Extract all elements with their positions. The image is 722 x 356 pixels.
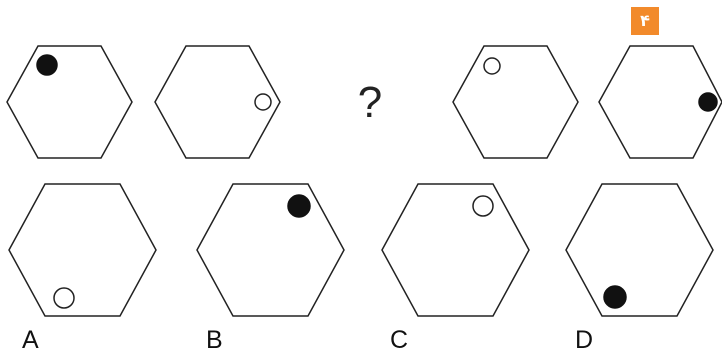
question-number-badge: ۴ — [631, 7, 659, 35]
filled-dot — [603, 285, 627, 309]
option-c-hexagon[interactable] — [381, 183, 530, 317]
option-a-hexagon[interactable] — [8, 183, 157, 317]
option-d-label[interactable]: D — [575, 326, 594, 354]
option-c-label[interactable]: C — [390, 326, 409, 354]
sequence-hexagon-2 — [154, 45, 281, 159]
option-b-hexagon[interactable] — [196, 183, 345, 317]
filled-dot — [287, 194, 311, 218]
hollow-dot — [254, 93, 272, 111]
hollow-dot — [483, 57, 501, 75]
option-a-label[interactable]: A — [22, 326, 39, 354]
hollow-dot — [472, 195, 494, 217]
filled-dot — [698, 92, 718, 112]
missing-item-question-mark: ? — [357, 78, 383, 127]
filled-dot — [36, 54, 58, 76]
sequence-hexagon-5 — [598, 45, 722, 159]
sequence-hexagon-1 — [6, 45, 133, 159]
option-d-hexagon[interactable] — [565, 183, 714, 317]
option-b-label[interactable]: B — [206, 326, 223, 354]
hollow-dot — [53, 287, 75, 309]
sequence-hexagon-4 — [452, 45, 579, 159]
